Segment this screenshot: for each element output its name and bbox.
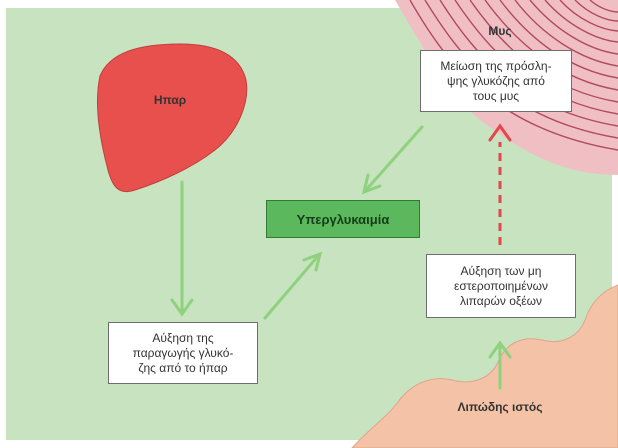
muscle-glucose-uptake-box: Μείωση της πρόσλη- ψης γλυκόζης από τους… — [420, 50, 572, 112]
muscle-label: Μυς — [480, 24, 520, 39]
liver-glucose-production-box: Αύξηση της παραγωγής γλυκό- ζης από το ή… — [108, 322, 258, 384]
hyperglycemia-box: Υπεργλυκαιμία — [266, 200, 420, 238]
hyperglycemia-text: Υπεργλυκαιμία — [297, 212, 390, 227]
liver-label: Ηπαρ — [140, 93, 200, 108]
fatty-acids-text: Αύξηση των μη εστεροποιημένων λιπαρών οξ… — [454, 264, 548, 309]
muscle-glucose-uptake-text: Μείωση της πρόσλη- ψης γλυκόζης από τους… — [440, 59, 551, 104]
liver-glucose-production-text: Αύξηση της παραγωγής γλυκό- ζης από το ή… — [133, 331, 234, 376]
fatty-acids-box: Αύξηση των μη εστεροποιημένων λιπαρών οξ… — [426, 254, 576, 318]
adipose-label: Λιπώδης ιστός — [440, 400, 560, 415]
